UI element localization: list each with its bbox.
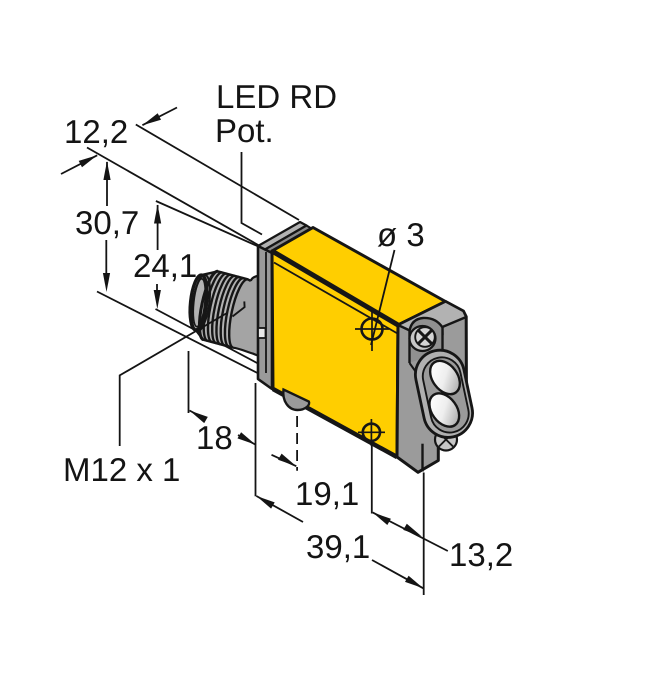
svg-text:24,1: 24,1 (133, 247, 197, 284)
svg-text:19,1: 19,1 (295, 475, 359, 512)
svg-text:39,1: 39,1 (306, 528, 370, 565)
svg-text:M12 x 1: M12 x 1 (63, 451, 180, 488)
svg-text:30,7: 30,7 (75, 204, 139, 241)
svg-text:ø 3: ø 3 (377, 216, 425, 253)
svg-text:LED RD: LED RD (216, 78, 337, 115)
svg-text:Pot.: Pot. (215, 112, 274, 149)
svg-text:12,2: 12,2 (64, 113, 128, 150)
svg-text:13,2: 13,2 (449, 536, 513, 573)
svg-text:18: 18 (196, 419, 233, 456)
